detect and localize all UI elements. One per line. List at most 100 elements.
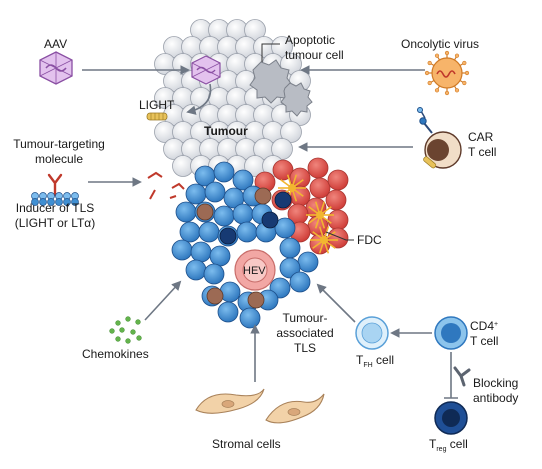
virus-spike xyxy=(424,70,430,76)
inhibit-cd4-to-treg xyxy=(444,352,458,399)
apoptotic-pointer xyxy=(261,43,280,62)
fdc-label: FDC xyxy=(357,233,382,247)
apoptotic-label-line2: tumour cell xyxy=(285,48,344,62)
b-cell xyxy=(232,203,254,225)
b-cell xyxy=(179,221,201,243)
virus-spike xyxy=(454,88,460,93)
blocking-label-line2: antibody xyxy=(473,391,519,405)
tumour-cell xyxy=(280,121,302,143)
tls-aggregate xyxy=(171,157,349,329)
aav-in-tumour-icon xyxy=(186,55,221,115)
chemokine-dot xyxy=(109,328,115,334)
macrophage-cell xyxy=(206,287,224,305)
b-cell xyxy=(203,263,225,285)
virus-spike xyxy=(444,50,450,56)
virus-spike xyxy=(444,90,450,96)
hev-vessel xyxy=(234,249,276,291)
b-cell xyxy=(213,205,235,227)
cd4-t-cell-icon xyxy=(434,316,468,350)
virus-spike xyxy=(427,80,432,86)
cd4-label-sup: + xyxy=(494,321,499,328)
targeting-label-line1: Tumour-targeting xyxy=(13,137,105,151)
apoptotic-label-line1: Apoptotic xyxy=(285,33,336,47)
macrophage-cell xyxy=(254,187,272,205)
treg-label-rest: cell xyxy=(446,437,468,451)
treg-cell-icon xyxy=(434,401,468,435)
light-label: LIGHT xyxy=(139,98,175,112)
tfh-label-rest: cell xyxy=(372,353,395,367)
targeting-label-line2: molecule xyxy=(34,152,84,166)
oncolytic-virus-label: Oncolytic virus xyxy=(401,37,480,51)
macrophage-cell xyxy=(247,291,265,309)
tfh-label-main: T xyxy=(356,353,364,367)
tfh-label: TFH cell xyxy=(356,353,394,370)
treg-label-sub: reg xyxy=(436,446,447,453)
inducer-label-line2: (LIGHT or LTα) xyxy=(14,216,96,230)
tfh-cell-icon xyxy=(355,316,389,350)
virus-spike xyxy=(427,60,432,66)
inducer-molecules-icon xyxy=(147,171,185,200)
dna-segment xyxy=(55,198,63,206)
fdc-icon xyxy=(278,174,306,202)
oncolytic-virus-icon xyxy=(424,50,470,96)
stromal-cells-icon xyxy=(195,388,325,424)
virus-spike xyxy=(462,60,467,66)
macrophage-cell xyxy=(196,203,214,221)
cd4-label-line1: CD4+ xyxy=(470,319,498,336)
chemokine-dot xyxy=(115,336,121,342)
b-cell xyxy=(204,181,226,203)
fdc-pointer xyxy=(325,231,354,241)
chemokine-dot xyxy=(119,327,125,333)
virus-spike xyxy=(434,53,440,58)
arrow-chemokines xyxy=(144,280,182,321)
b-cell xyxy=(209,245,231,267)
tumour-cell xyxy=(271,138,293,160)
dna-segment xyxy=(39,198,47,206)
b-cell xyxy=(274,217,296,239)
car-t-cell-icon xyxy=(417,107,462,169)
b-cell xyxy=(185,259,207,281)
t-cell xyxy=(307,157,329,179)
aav-label: AAV xyxy=(44,37,68,51)
chemokine-dot xyxy=(136,335,142,341)
t-cell xyxy=(327,169,349,191)
car-label-line1: CAR xyxy=(468,130,494,144)
chemokine-dots-icon xyxy=(109,316,142,344)
t-cell xyxy=(325,189,347,211)
b-cell xyxy=(289,271,311,293)
b-cell xyxy=(219,281,241,303)
b-cell xyxy=(297,251,319,273)
chemokine-dot xyxy=(125,316,131,322)
t-cell xyxy=(309,177,331,199)
arrows xyxy=(82,43,458,399)
chemokine-dot xyxy=(115,320,121,326)
b-cell xyxy=(236,221,258,243)
b-cell xyxy=(171,239,193,261)
fdc-icon xyxy=(310,226,338,254)
treg-label-main: T xyxy=(429,437,437,451)
tatls-label-line2: associated xyxy=(276,326,334,340)
inducer-label-line1: Inducer of TLS xyxy=(15,201,95,215)
virus-spike xyxy=(462,80,467,86)
car-label-line2: T cell xyxy=(468,145,497,159)
b-cell xyxy=(175,201,197,223)
dna-segment xyxy=(63,198,71,206)
tumour-cell xyxy=(244,19,266,41)
b-cell xyxy=(213,161,235,183)
virus-spike xyxy=(464,70,470,76)
dna-segment xyxy=(71,198,79,206)
tumour-label: Tumour xyxy=(204,124,248,138)
tatls-label-line3: TLS xyxy=(293,341,316,355)
virus-spike xyxy=(454,53,460,58)
b-cell xyxy=(185,183,207,205)
b-cell xyxy=(217,301,239,323)
dark-immune-cell xyxy=(219,227,237,245)
apoptotic-tumour-cell-icon xyxy=(249,59,313,117)
blocking-label-line1: Blocking xyxy=(473,376,519,390)
chemokine-dot xyxy=(125,338,131,344)
fdc-icon xyxy=(306,201,334,229)
dark-immune-cell xyxy=(261,211,279,229)
dark-immune-cell xyxy=(274,191,292,209)
